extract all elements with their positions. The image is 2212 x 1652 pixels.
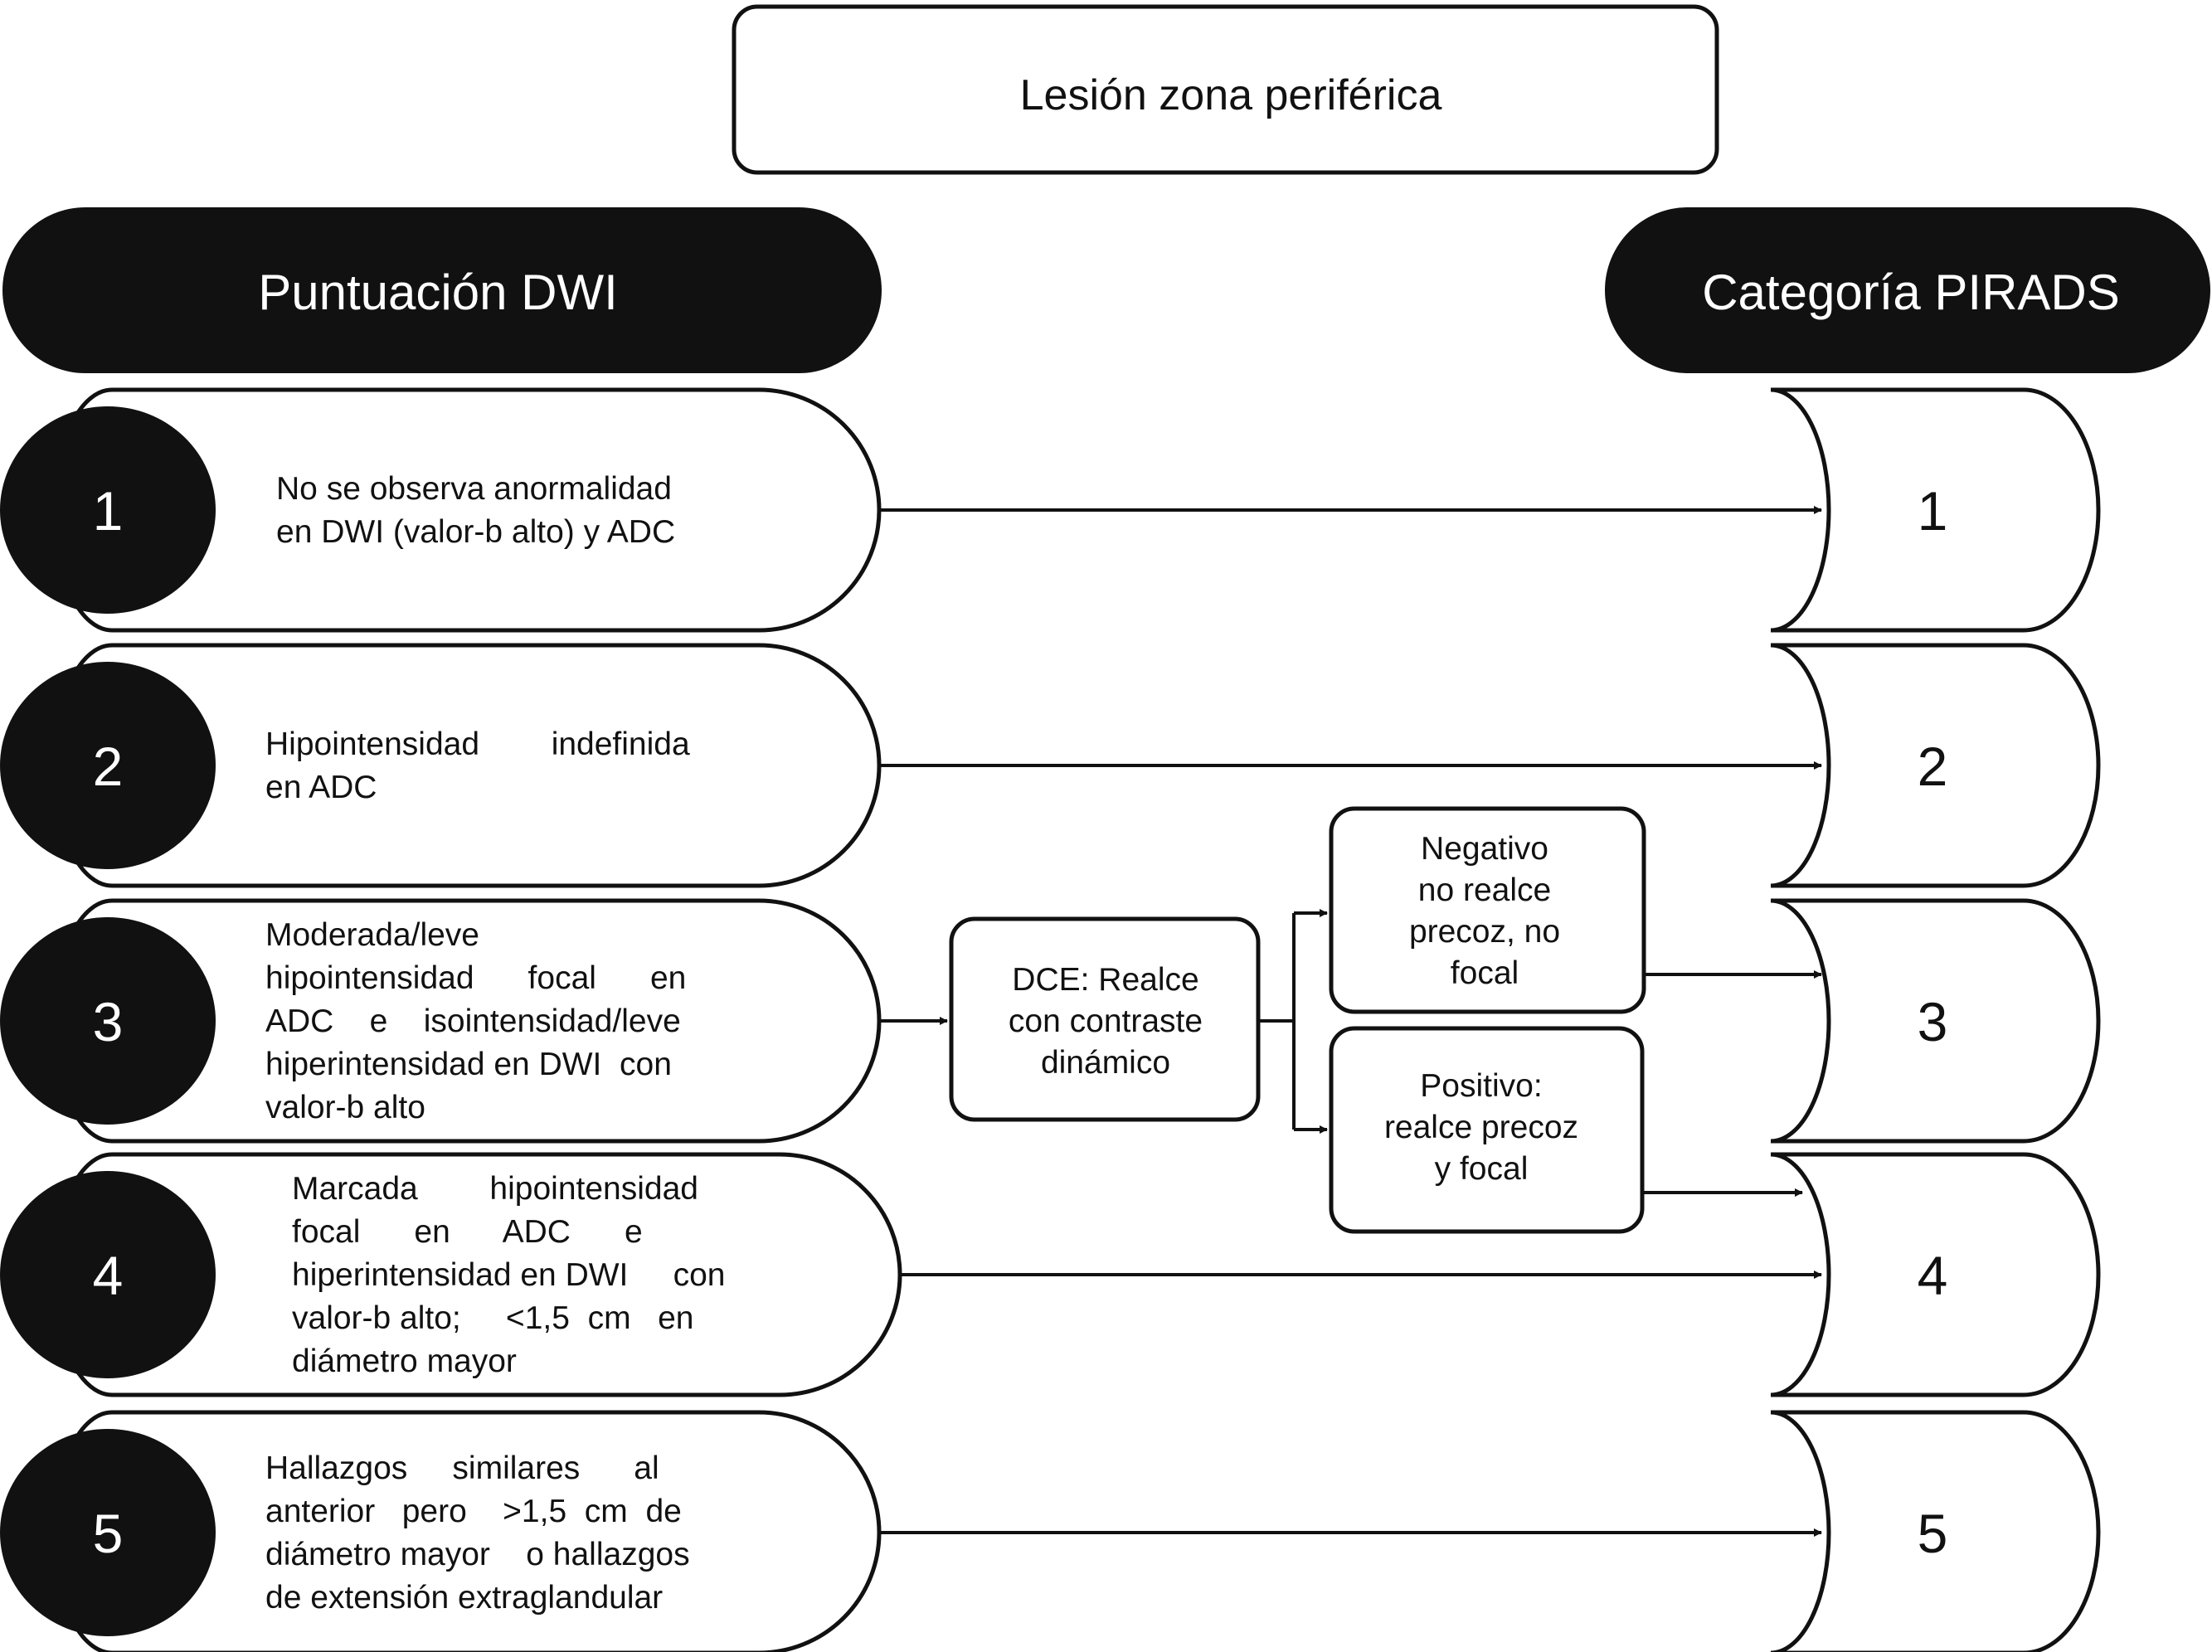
dce-label-line: dinámico (1041, 1045, 1170, 1081)
score-description-line: diámetro mayor o hallazgos (265, 1537, 690, 1572)
score-number: 4 (93, 1245, 124, 1306)
dce-negative-label-line: no realce (1418, 872, 1551, 908)
score-description-line: en ADC (265, 770, 377, 805)
score-description-line: anterior pero >1,5 cm de (265, 1494, 682, 1529)
score-circle (0, 406, 216, 614)
score-row-5: 5 Hallazgos similares al anterior pero >1,… (0, 1410, 2101, 1652)
score-description: Marcada hipointensidad focal en ADC e hipe… (292, 1171, 725, 1379)
pirads-category-box (1770, 387, 2101, 633)
score-number: 3 (93, 991, 124, 1052)
score-description-line: Marcada hipointensidad (292, 1171, 698, 1207)
dce-positive-label-line: realce precoz (1384, 1110, 1578, 1145)
diagram-title: Lesión zona periférica (1020, 71, 1442, 119)
dce-negative-label: Negativo no realce precoz, no focal (1409, 831, 1560, 991)
score-description-line: No se observa anormalidad (276, 471, 672, 507)
dce-box: DCE: Realce con contraste dinámico (949, 916, 1261, 1122)
header-pirads-label: Categoría PIRADS (1702, 265, 2120, 320)
dce-negative-box: Negativo no realce precoz, no focal (1329, 806, 1646, 1014)
score-description-line: valor-b alto (265, 1090, 425, 1125)
pirads-category-number: 1 (1918, 480, 1948, 542)
score-circle (0, 662, 216, 869)
pirads-category-number: 3 (1918, 991, 1948, 1052)
score-number: 2 (93, 736, 124, 797)
score-description-line: Hipointensidad indefinida (265, 726, 690, 762)
score-circle (0, 1171, 216, 1378)
dce-positive-label: Positivo: realce precoz y focal (1384, 1068, 1578, 1187)
dce-positive-box: Positivo: realce precoz y focal (1329, 1026, 1645, 1234)
dce-negative-label-line: Negativo (1421, 831, 1548, 867)
dce-positive-label-line: y focal (1435, 1151, 1529, 1187)
score-description-line: hiperintensidad en DWI con (265, 1047, 672, 1082)
pirads-category-number: 4 (1918, 1245, 1948, 1306)
score-description-line: Hallazgos similares al (265, 1450, 659, 1486)
pirads-category-number: 5 (1918, 1503, 1948, 1564)
header-dwi-label: Puntuación DWI (258, 265, 618, 320)
score-description-line: en DWI (valor-b alto) y ADC (276, 514, 675, 550)
dce-negative-label-line: focal (1451, 955, 1519, 991)
dce-positive-label-line: Positivo: (1420, 1068, 1542, 1104)
score-description-line: hiperintensidad en DWI con (292, 1257, 725, 1293)
score-description: Hallazgos similares al anterior pero >1,5… (265, 1450, 690, 1616)
score-description-line: focal en ADC e (292, 1214, 643, 1250)
score-description-line: de extensión extraglandular (265, 1580, 663, 1616)
score-number: 1 (93, 480, 124, 542)
dce-negative-label-line: precoz, no (1409, 914, 1560, 950)
header-dwi: Puntuación DWI (2, 207, 882, 373)
score-description-line: diámetro mayor (292, 1343, 517, 1379)
score-circle (0, 1429, 216, 1636)
score-rows: 1 No se observa anormalidad en DWI (valor-… (0, 387, 2101, 1652)
dce-branch: DCE: Realce con contraste dinámico Negativo… (879, 806, 1822, 1234)
dce-label-line: DCE: Realce (1012, 962, 1198, 998)
pirads-category-box (1770, 1410, 2101, 1652)
pirads-category-box (1770, 643, 2101, 888)
score-row-2: 2 Hipointensidad indefinida en ADC 2 (0, 643, 2101, 888)
score-circle (0, 917, 216, 1125)
title-box: Lesión zona periférica (732, 4, 1719, 175)
score-number: 5 (93, 1503, 124, 1564)
score-description-line: valor-b alto; <1,5 cm en (292, 1300, 693, 1336)
pirads-category-box (1770, 898, 2101, 1144)
dce-label-line: con contraste (1009, 1003, 1203, 1039)
score-description: Hipointensidad indefinida en ADC (265, 726, 690, 805)
pirads-category-box (1770, 1152, 2101, 1397)
score-description: No se observa anormalidad en DWI (valor-b… (276, 471, 675, 550)
score-row-1: 1 No se observa anormalidad en DWI (valor-… (0, 387, 2101, 633)
header-pirads: Categoría PIRADS (1605, 207, 2210, 373)
score-description: Moderada/leve hipointensidad focal en ADC … (265, 917, 686, 1125)
score-description-line: Moderada/leve (265, 917, 479, 953)
score-row-4: 4 Marcada hipointensidad focal en ADC e hip… (0, 1152, 2101, 1397)
pirads-category-number: 2 (1918, 736, 1948, 797)
score-row-3: 3 Moderada/leve hipointensidad focal en ADC… (0, 898, 2101, 1144)
dce-label: DCE: Realce con contraste dinámico (1009, 962, 1203, 1081)
score-description-line: ADC e isointensidad/leve (265, 1003, 681, 1039)
score-description-line: hipointensidad focal en (265, 960, 686, 996)
